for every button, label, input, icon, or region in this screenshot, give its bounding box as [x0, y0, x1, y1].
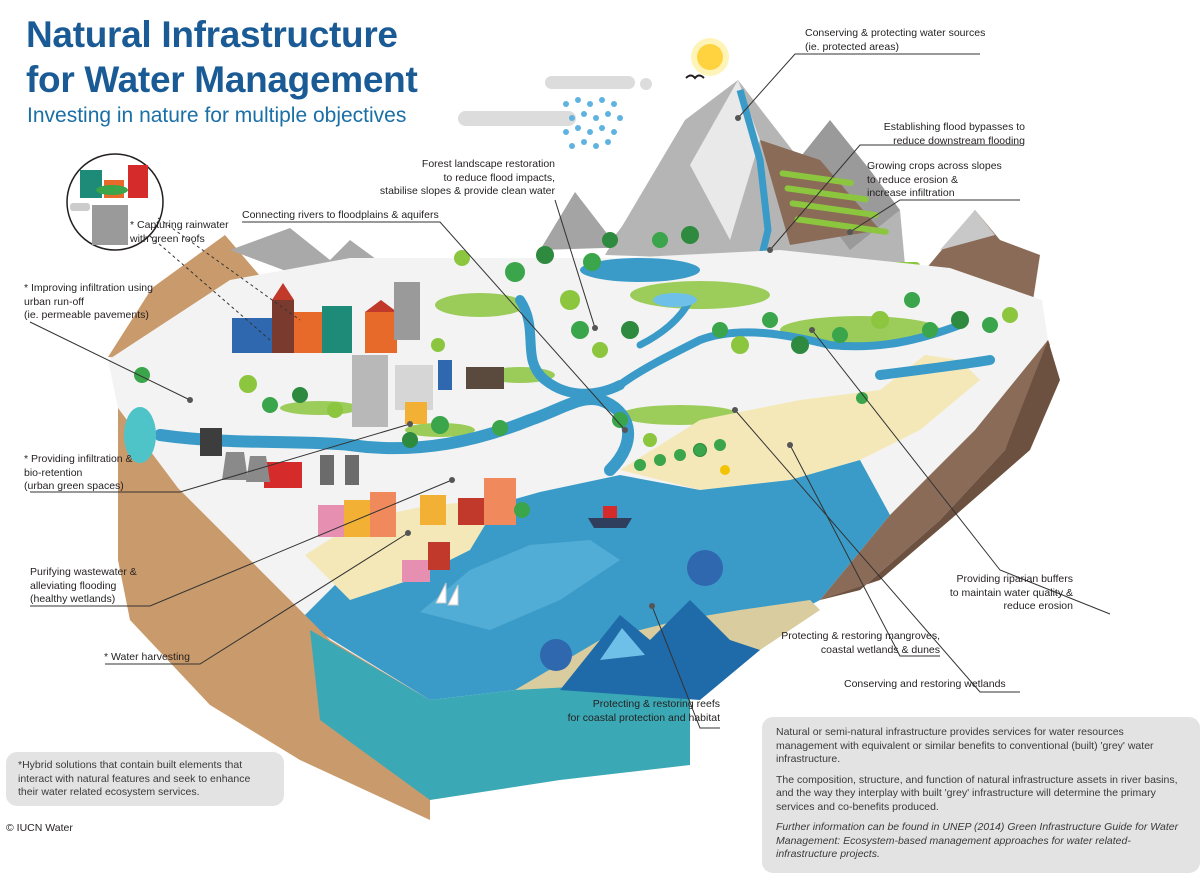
dam-reservoir [653, 293, 697, 307]
hybrid-solutions-note: *Hybrid solutions that contain built ele… [6, 752, 284, 806]
lake [580, 258, 700, 282]
sailboat-icon [435, 582, 459, 606]
sun-icon [691, 38, 729, 76]
city-buildings [200, 282, 504, 488]
shallow-water [420, 540, 620, 630]
callout-forest-restoration: Forest landscape restoration to reduce f… [379, 158, 555, 197]
leader-lines [29, 53, 1111, 729]
waterfall [736, 89, 772, 256]
beach [620, 355, 980, 490]
callout-mangroves: Protecting & restoring mangroves, coasta… [781, 630, 940, 656]
callout-flood-bypass: Establishing flood bypasses to reduce do… [883, 121, 1025, 147]
info-paragraph-1: Natural or semi-natural infrastructure p… [776, 726, 1154, 765]
callout-connecting-rivers: Connecting rivers to floodplains & aquif… [242, 209, 439, 221]
rain-icon [563, 97, 623, 149]
right-cliff [820, 340, 1050, 600]
green-roof-inset [66, 153, 164, 251]
info-paragraph-3: Further information can be found in UNEP… [776, 821, 1179, 860]
trees [134, 226, 1018, 518]
callout-water-sources: Conserving & protecting water sources (i… [805, 27, 986, 53]
reef-section [560, 600, 760, 700]
title-line-1: Natural Infrastructure [26, 14, 398, 55]
inset-dashed-lines [149, 217, 301, 341]
callout-urban-runoff: * Improving infiltration using urban run… [24, 282, 153, 321]
reef-highlight [600, 628, 645, 660]
page-subtitle: Investing in nature for multiple objecti… [27, 104, 407, 127]
info-panel: Natural or semi-natural infrastructure p… [762, 717, 1200, 873]
buoy-icon [720, 465, 730, 475]
mangroves [634, 392, 868, 471]
bird-icon [685, 74, 705, 80]
hybrid-note-text: *Hybrid solutions that contain built ele… [18, 759, 251, 798]
callout-water-harvesting: * Water harvesting [104, 651, 190, 663]
callout-wastewater: Purifying wastewater & alleviating flood… [30, 566, 137, 605]
coral-trees [540, 550, 723, 671]
copyright: © IUCN Water [6, 822, 73, 834]
callout-riparian-buffers: Providing riparian buffers to maintain w… [949, 573, 1073, 612]
water-cross-section [310, 630, 690, 800]
landscape-illustration [29, 38, 1111, 820]
cloud-icon [458, 76, 652, 126]
callout-crops-slopes: Growing crops across slopes to reduce er… [867, 160, 1002, 199]
aquifer [124, 407, 156, 463]
leader-dots [187, 115, 853, 609]
callout-wetlands: Conserving and restoring wetlands [844, 678, 1006, 690]
callout-green-roofs: * Capturing rainwater with green roofs [130, 219, 229, 245]
info-paragraph-2: The composition, structure, and function… [776, 773, 1178, 813]
title-line-2: for Water Management [26, 59, 418, 100]
callout-reefs: Protecting & restoring reefs for coastal… [567, 698, 720, 724]
fishing-boat-icon [588, 506, 632, 528]
callout-bio-retention: * Providing infiltration & bio-retention… [24, 453, 133, 492]
coastal-town [318, 478, 516, 582]
